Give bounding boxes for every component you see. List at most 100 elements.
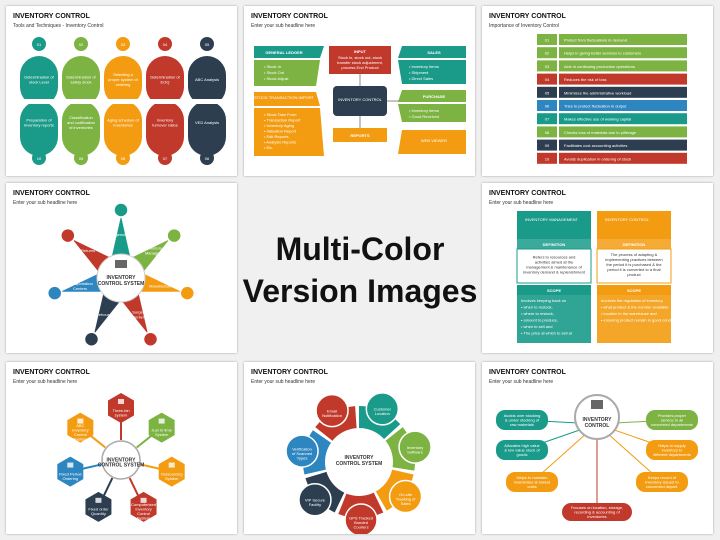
scope-header bbox=[517, 285, 591, 295]
input-label: INPUT bbox=[354, 49, 367, 54]
row-text: Avoids duplication in ordering of stock bbox=[564, 156, 631, 161]
slide-comparison[interactable]: INVENTORY CONTROL Enter your sub headlin… bbox=[482, 183, 713, 353]
definition-header bbox=[517, 239, 591, 249]
row-text: Protect from fluctuations in demand bbox=[564, 38, 627, 43]
step-number-badge bbox=[74, 151, 88, 165]
slide-star-diagram[interactable]: INVENTORY CONTROL Enter your sub headlin… bbox=[6, 183, 237, 353]
stock-import-label: STOCK TRANSACTION IMPORT bbox=[254, 95, 315, 100]
sales-item: • Shipment bbox=[409, 70, 429, 75]
slide-flow-diagram[interactable]: INVENTORY CONTROL Enter your sub headlin… bbox=[244, 6, 475, 176]
bubble bbox=[646, 410, 698, 430]
sales-item: • Inventory Items bbox=[409, 64, 439, 69]
row-number: 09 bbox=[545, 143, 550, 148]
row-bar bbox=[559, 126, 687, 138]
slide-cycle-diagram[interactable]: INVENTORY CONTROL Enter your sub headlin… bbox=[244, 362, 475, 534]
general-ledger-header bbox=[254, 46, 324, 58]
sales-label: SALES bbox=[427, 50, 441, 55]
step-number-badge bbox=[158, 37, 172, 51]
petal-icon bbox=[46, 285, 63, 301]
pill-divider bbox=[188, 99, 226, 104]
row-bar bbox=[559, 86, 687, 98]
pill-top bbox=[62, 56, 100, 106]
pill-top bbox=[146, 56, 184, 106]
hexagon-node bbox=[85, 491, 112, 522]
sales-item: • Direct Sales bbox=[409, 76, 433, 81]
spoke-arrow bbox=[89, 434, 106, 449]
cycle-node bbox=[365, 392, 400, 426]
row-number-box bbox=[537, 100, 557, 111]
step-number: 03 bbox=[121, 42, 126, 47]
pill-bottom bbox=[188, 101, 226, 156]
general-ledger-body bbox=[254, 60, 320, 86]
definition-header bbox=[597, 239, 671, 249]
definition-label: DEFINITION bbox=[543, 242, 566, 247]
step-number-badge bbox=[200, 151, 214, 165]
scope-body bbox=[517, 295, 591, 343]
bubble bbox=[636, 472, 688, 492]
row-number: 01 bbox=[545, 38, 550, 43]
petal-label: Manufacturers bbox=[149, 283, 175, 288]
bubble bbox=[496, 440, 548, 460]
inventory-control-label: INVENTORY CONTROL bbox=[338, 97, 383, 102]
row-text: Minimizes the administrative workload bbox=[564, 90, 631, 95]
row-bar bbox=[559, 152, 687, 164]
definition-label: DEFINITION bbox=[623, 242, 646, 247]
scope-body bbox=[597, 295, 671, 343]
row-number: 10 bbox=[545, 156, 550, 161]
step-number: 09 bbox=[79, 156, 84, 161]
row-text: Reduces the risk of loss bbox=[564, 77, 606, 82]
petal-label: Warehouses bbox=[92, 312, 114, 317]
column-header bbox=[597, 211, 671, 239]
row-number: 08 bbox=[545, 130, 550, 135]
slide-title: INVENTORY CONTROL bbox=[489, 13, 566, 20]
step-number-badge bbox=[32, 37, 46, 51]
row-number-box bbox=[537, 113, 557, 125]
import-item: • Valuation Report bbox=[264, 129, 297, 134]
cycle-node bbox=[398, 430, 432, 464]
spoke-arrow bbox=[102, 477, 114, 497]
hexagon-node bbox=[67, 412, 94, 443]
pill-divider bbox=[62, 99, 100, 104]
step-number: 08 bbox=[121, 156, 126, 161]
slide-tools-techniques[interactable]: INVENTORY CONTROL Tools and Techniques -… bbox=[6, 6, 237, 176]
row-number: 07 bbox=[545, 117, 550, 122]
row-number-box bbox=[537, 34, 557, 45]
web-viewer-box bbox=[398, 130, 466, 154]
input-box bbox=[329, 46, 391, 74]
import-item: • Stock Take Form bbox=[264, 112, 297, 117]
scope-item: • where to restock, bbox=[521, 311, 554, 316]
slide-title: INVENTORY CONTROL bbox=[13, 190, 90, 197]
slide-subtitle: Enter your sub headline here bbox=[251, 379, 316, 385]
scope-label: SCOPE bbox=[627, 288, 641, 293]
step-number: 04 bbox=[163, 42, 168, 47]
bubble-label: Allocates high value& low value stock of… bbox=[504, 443, 540, 457]
center-icon bbox=[115, 260, 127, 268]
slide-importance-list[interactable]: INVENTORY CONTROL Importance of Inventor… bbox=[482, 6, 713, 176]
slide-hexagon-diagram[interactable]: INVENTORY CONTROL Enter your sub headlin… bbox=[6, 362, 237, 534]
column-title: INVENTORY CONTROL bbox=[605, 217, 650, 222]
center-circle bbox=[574, 394, 620, 440]
pill-bottom bbox=[62, 101, 100, 156]
slide-mind-map[interactable]: INVENTORY CONTROL Enter your sub headlin… bbox=[482, 362, 713, 534]
scope-label: SCOPE bbox=[547, 288, 561, 293]
row-bar bbox=[559, 139, 687, 151]
cycle-node bbox=[285, 434, 319, 468]
